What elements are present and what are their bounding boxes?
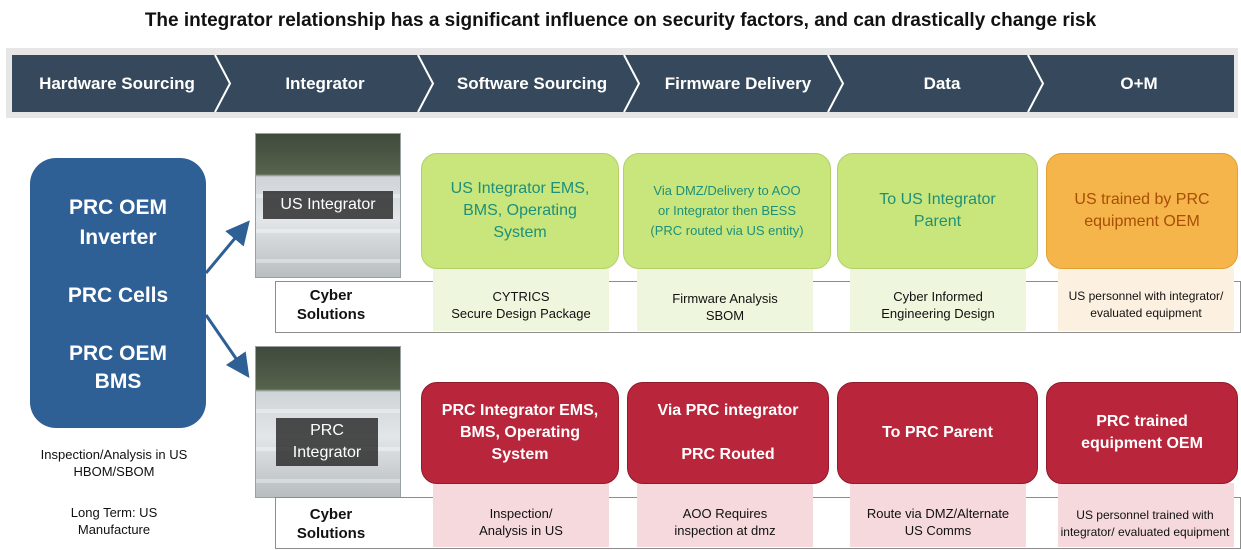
process-bar — [12, 55, 1234, 112]
prc-solution-3-line-1: Route via DMZ/Alternate — [866, 506, 1010, 521]
us-software-card-line-2: BMS, Operating — [463, 202, 577, 219]
us-data-card: To US Integrator Parent — [837, 153, 1038, 269]
prc-data-card-line-1: To PRC Parent — [882, 424, 993, 441]
us-firmware-card-line-1: Via DMZ/Delivery to AOO — [653, 183, 801, 198]
prc-cyber-title: Cyber Solutions — [286, 505, 376, 543]
prc-data-card: To PRC Parent — [837, 382, 1038, 484]
prc-integrator-label-line-2: Integrator — [292, 444, 362, 461]
source-line-inverter-2: Inverter — [79, 226, 157, 249]
source-line-cells: PRC Cells — [67, 284, 169, 307]
prc-solution-3-line-2: US Comms — [904, 523, 972, 538]
stage-software-sourcing: Software Sourcing — [456, 73, 608, 93]
arrow-to-us-integrator — [204, 220, 250, 274]
us-solution-3-line-1: Cyber Informed — [893, 289, 983, 304]
prc-solution-2-line-1: AOO Requires — [682, 506, 768, 521]
us-solution-1: CYTRICS Secure Design Package — [433, 285, 609, 325]
prc-software-card: PRC Integrator EMS, BMS, Operating Syste… — [421, 382, 619, 484]
prc-om-card-line-2: equipment OEM — [1081, 435, 1203, 452]
prc-solution-1-line-1: Inspection/ — [489, 506, 553, 521]
prc-solution-4-line-2: integrator/ evaluated equipment — [1060, 525, 1230, 539]
prc-om-card-line-1: PRC trained — [1096, 413, 1188, 430]
us-software-card-line-1: US Integrator EMS, — [450, 180, 590, 197]
prc-firmware-card-line-1: Via PRC integrator — [657, 402, 799, 419]
page-title: The integrator relationship has a signif… — [144, 10, 1097, 31]
us-solution-bg-4 — [1058, 268, 1234, 331]
prc-solution-2: AOO Requires inspection at dmz — [637, 502, 813, 542]
prc-cyber-title-line-1: Cyber — [309, 506, 353, 523]
prc-solution-bg-3 — [850, 483, 1026, 547]
arrow-to-prc-integrator — [204, 314, 250, 378]
stage-data: Data — [923, 73, 961, 93]
prc-integrator-label-line-1: PRC — [310, 422, 344, 439]
us-om-card: US trained by PRC equipment OEM — [1046, 153, 1238, 269]
us-cyber-title-line-2: Solutions — [296, 306, 366, 323]
prc-firmware-card: Via PRC integrator PRC Routed — [627, 382, 829, 484]
us-solution-4-line-1: US personnel with integrator/ — [1068, 289, 1224, 303]
prc-solution-3: Route via DMZ/Alternate US Comms — [850, 502, 1026, 542]
source-line-inverter-1: PRC OEM — [68, 196, 167, 219]
us-cyber-title: Cyber Solutions — [286, 286, 376, 324]
longterm-note-line-1: Long Term: US — [70, 505, 158, 520]
prc-software-card-line-3: System — [491, 446, 549, 463]
branch-arrows — [204, 220, 250, 378]
prc-solution-4: US personnel trained with integrator/ ev… — [1050, 504, 1240, 544]
us-software-card: US Integrator EMS, BMS, Operating System — [421, 153, 619, 269]
us-integrator-label: US Integrator — [263, 191, 393, 219]
prc-solution-bg-2 — [637, 483, 813, 547]
us-solution-bg-2 — [637, 268, 813, 331]
prc-software-card-line-2: BMS, Operating — [459, 424, 580, 441]
us-solution-3-line-2: Engineering Design — [881, 306, 995, 321]
us-software-card-line-3: System — [493, 224, 547, 241]
stage-integrator: Integrator — [285, 73, 365, 93]
us-solution-4: US personnel with integrator/ evaluated … — [1052, 285, 1240, 325]
prc-om-card: PRC trained equipment OEM — [1046, 382, 1238, 484]
us-solution-bg-3 — [850, 268, 1026, 331]
us-firmware-card: Via DMZ/Delivery to AOO or Integrator th… — [623, 153, 831, 269]
stage-firmware-delivery: Firmware Delivery — [664, 73, 812, 93]
longterm-note: Long Term: US Manufacture — [14, 504, 214, 538]
prc-solution-4-line-1: US personnel trained with — [1076, 508, 1214, 522]
stage-o-m: O+M — [1120, 73, 1158, 93]
prc-solution-bg-4 — [1058, 483, 1234, 547]
us-solution-bg-1 — [433, 268, 609, 331]
source-line-bms-2: BMS — [94, 370, 142, 393]
us-solution-1-line-2: Secure Design Package — [451, 306, 591, 321]
prc-cyber-title-line-2: Solutions — [296, 525, 366, 542]
us-cyber-title-line-1: Cyber — [309, 287, 353, 304]
source-line-bms-1: PRC OEM — [68, 342, 167, 365]
us-om-card-line-2: equipment OEM — [1084, 213, 1200, 230]
us-data-card-line-1: To US Integrator — [879, 191, 996, 208]
chevron-dividers — [214, 55, 1045, 112]
us-data-card-line-2: Parent — [913, 213, 962, 230]
prc-firmware-card-line-2: PRC Routed — [681, 446, 775, 463]
us-solution-3: Cyber Informed Engineering Design — [850, 285, 1026, 325]
prc-solution-1: Inspection/ Analysis in US — [433, 502, 609, 542]
inspection-note-line-2: HBOM/SBOM — [73, 464, 155, 479]
us-firmware-card-line-2: or Integrator then BESS — [657, 203, 797, 218]
stage-hardware-sourcing: Hardware Sourcing — [39, 73, 195, 93]
us-solution-2: Firmware Analysis SBOM — [637, 287, 813, 327]
prc-solution-bg-1 — [433, 483, 609, 547]
inspection-note-line-1: Inspection/Analysis in US — [40, 447, 188, 462]
us-solution-1-line-1: CYTRICS — [492, 289, 550, 304]
prc-solution-2-line-2: inspection at dmz — [674, 523, 776, 538]
inspection-note: Inspection/Analysis in US HBOM/SBOM — [14, 446, 214, 480]
prc-software-card-line-1: PRC Integrator EMS, — [441, 402, 599, 419]
us-solution-2-line-2: SBOM — [705, 308, 745, 323]
us-solution-2-line-1: Firmware Analysis — [672, 291, 778, 306]
prc-integrator-label: PRC Integrator — [276, 418, 378, 466]
prc-solution-1-line-2: Analysis in US — [479, 523, 563, 538]
prc-source-box: PRC OEM Inverter PRC Cells PRC OEM BMS — [30, 158, 206, 428]
us-solution-4-line-2: evaluated equipment — [1090, 306, 1202, 320]
us-firmware-card-line-3: (PRC routed via US entity) — [650, 223, 804, 238]
us-om-card-line-1: US trained by PRC — [1074, 191, 1210, 208]
longterm-note-line-2: Manufacture — [77, 522, 151, 537]
